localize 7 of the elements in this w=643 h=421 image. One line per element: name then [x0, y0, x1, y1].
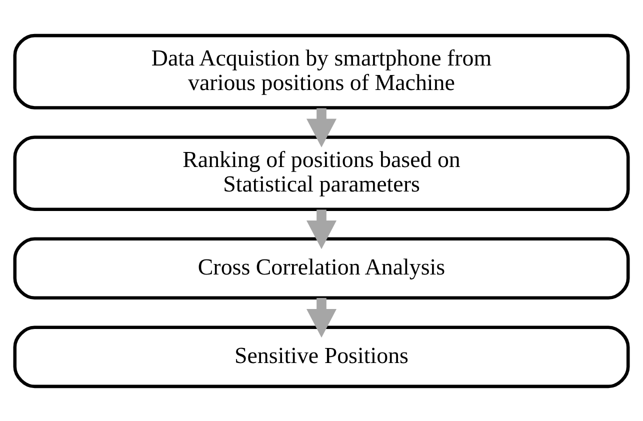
node-box: Data Acquistion by smartphone from various positions of Machine — [13, 33, 630, 109]
node-box: Sensitive Positions — [13, 325, 630, 388]
node-box: Ranking of positions based on Statistical parameters — [13, 135, 630, 210]
arrow — [306, 297, 337, 338]
arrow — [306, 108, 337, 147]
arrow — [306, 209, 337, 249]
node-box: Cross Correlation Analysis — [13, 236, 630, 300]
